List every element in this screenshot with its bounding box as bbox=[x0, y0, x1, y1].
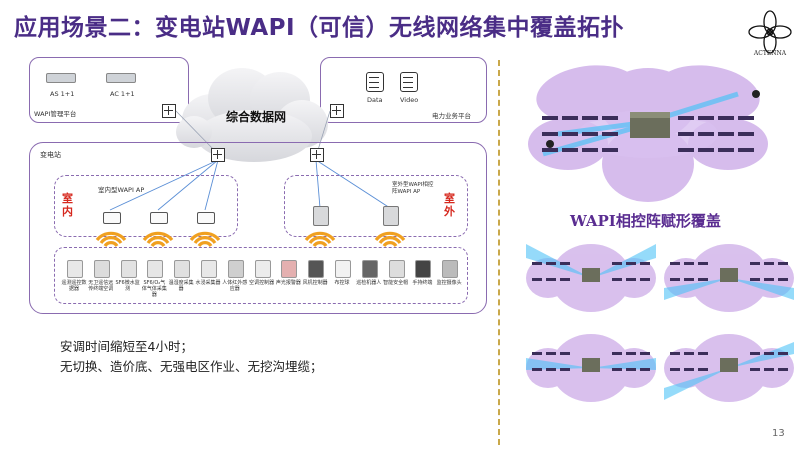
power-switch-icon bbox=[330, 104, 344, 118]
data-server-label: Data bbox=[367, 96, 383, 104]
terminal-label: 巡检机器人 bbox=[356, 280, 382, 286]
terminal-label: 手持终端 bbox=[412, 280, 433, 286]
terminal-device-icon bbox=[388, 260, 405, 278]
terminal-label: SF6微水监测 bbox=[115, 280, 140, 292]
outdoor-zone bbox=[284, 175, 468, 237]
terminal-label: 温湿度采集器 bbox=[168, 280, 194, 292]
indoor-ap-1-icon bbox=[103, 212, 121, 224]
logo-text: ACTENNA bbox=[753, 50, 787, 57]
terminal-device-icon bbox=[335, 260, 351, 278]
terminal-label: SF6/O₂气体气体采集器 bbox=[141, 280, 167, 298]
terminal-device-icon bbox=[281, 260, 298, 278]
terminal-label: 风机控制器 bbox=[302, 280, 328, 286]
power-platform-label: 电力业务平台 bbox=[432, 112, 471, 120]
benefit-line-1: 安调时间缩短至4小时； bbox=[60, 339, 193, 354]
indoor-zone-label: 室内 bbox=[62, 192, 74, 218]
wifi-signal-3-icon bbox=[189, 231, 221, 248]
section-divider bbox=[498, 60, 500, 445]
terminal-label: 遥测遥控数据器 bbox=[61, 280, 87, 292]
coverage-small-4 bbox=[664, 334, 794, 402]
core-switch-right-icon bbox=[310, 148, 324, 162]
terminal-device-icon bbox=[201, 260, 217, 278]
terminal-label: 布控球 bbox=[334, 280, 350, 286]
outdoor-ap-text: 室外型WAPI相控阵WAPI AP bbox=[392, 182, 434, 195]
terminal-device-icon bbox=[308, 260, 325, 278]
terminal-device-icon bbox=[361, 260, 378, 278]
as-device-icon bbox=[46, 73, 76, 83]
terminal-device-icon bbox=[67, 260, 83, 278]
video-server-icon bbox=[400, 72, 418, 92]
wifi-signal-5-icon bbox=[374, 231, 406, 248]
wifi-signal-1-icon bbox=[95, 231, 127, 248]
coverage-small-2 bbox=[664, 244, 794, 312]
terminal-device-icon bbox=[93, 260, 110, 278]
terminal-device-icon bbox=[415, 260, 432, 278]
terminal-label: 水浸采集器 bbox=[195, 280, 221, 286]
terminal-label: 人体红外感应器 bbox=[222, 280, 248, 292]
terminal-label: 智能安全帽 bbox=[383, 280, 409, 286]
outdoor-ap-1-icon bbox=[313, 206, 329, 226]
outdoor-zone-text: 室外 bbox=[444, 192, 455, 218]
data-server-icon bbox=[366, 72, 384, 92]
indoor-zone-text: 室内 bbox=[62, 192, 73, 218]
terminal-device-icon bbox=[147, 260, 164, 278]
terminal-device-icon bbox=[227, 260, 244, 278]
substation-panel bbox=[29, 142, 487, 314]
core-switch-left-icon bbox=[211, 148, 225, 162]
terminal-device-icon bbox=[120, 260, 137, 278]
terminal-label: 无卫遥信远传终端空调 bbox=[88, 280, 114, 292]
indoor-ap-3-icon bbox=[197, 212, 215, 224]
coverage-title: WAPI相控阵赋形覆盖 bbox=[570, 212, 721, 230]
wapi-platform-label: WAPI管理平台 bbox=[34, 110, 77, 118]
terminal-device-icon bbox=[442, 260, 459, 278]
cloud-label: 综合数据网 bbox=[226, 110, 287, 124]
wapi-switch-icon bbox=[162, 104, 176, 118]
terminal-device-icon bbox=[254, 260, 271, 278]
page-number: 13 bbox=[772, 428, 785, 439]
terminal-label: 监控摄像头 bbox=[436, 280, 462, 286]
outdoor-zone-label: 室外 bbox=[444, 192, 456, 218]
terminal-label: 空调控制器 bbox=[249, 280, 275, 286]
coverage-main-illustration bbox=[528, 65, 768, 202]
terminal-label: 声光报警器 bbox=[275, 280, 301, 286]
ac-device-label: AC 1+1 bbox=[110, 90, 135, 98]
wifi-signal-4-icon bbox=[304, 231, 336, 248]
page-title: 应用场景二：变电站WAPI（可信）无线网络集中覆盖拓扑 bbox=[14, 15, 625, 41]
benefit-line-2: 无切换、造价底、无强电区作业、无挖沟埋缆； bbox=[60, 359, 323, 374]
substation-label: 变电站 bbox=[40, 151, 61, 159]
coverage-small-3 bbox=[526, 334, 656, 402]
wifi-signal-2-icon bbox=[142, 231, 174, 248]
as-device-label: AS 1+1 bbox=[50, 90, 75, 98]
coverage-small-1 bbox=[526, 244, 656, 312]
video-server-label: Video bbox=[400, 96, 419, 104]
logo-icon bbox=[748, 10, 792, 54]
indoor-ap-2-icon bbox=[150, 212, 168, 224]
terminals-zone bbox=[54, 247, 468, 304]
outdoor-ap-label: 室外型WAPI相控阵WAPI AP bbox=[392, 182, 438, 196]
outdoor-ap-2-icon bbox=[383, 206, 399, 226]
terminal-device-icon bbox=[174, 260, 191, 278]
indoor-ap-label: 室内型WAPI AP bbox=[98, 186, 145, 194]
ac-device-icon bbox=[106, 73, 136, 83]
